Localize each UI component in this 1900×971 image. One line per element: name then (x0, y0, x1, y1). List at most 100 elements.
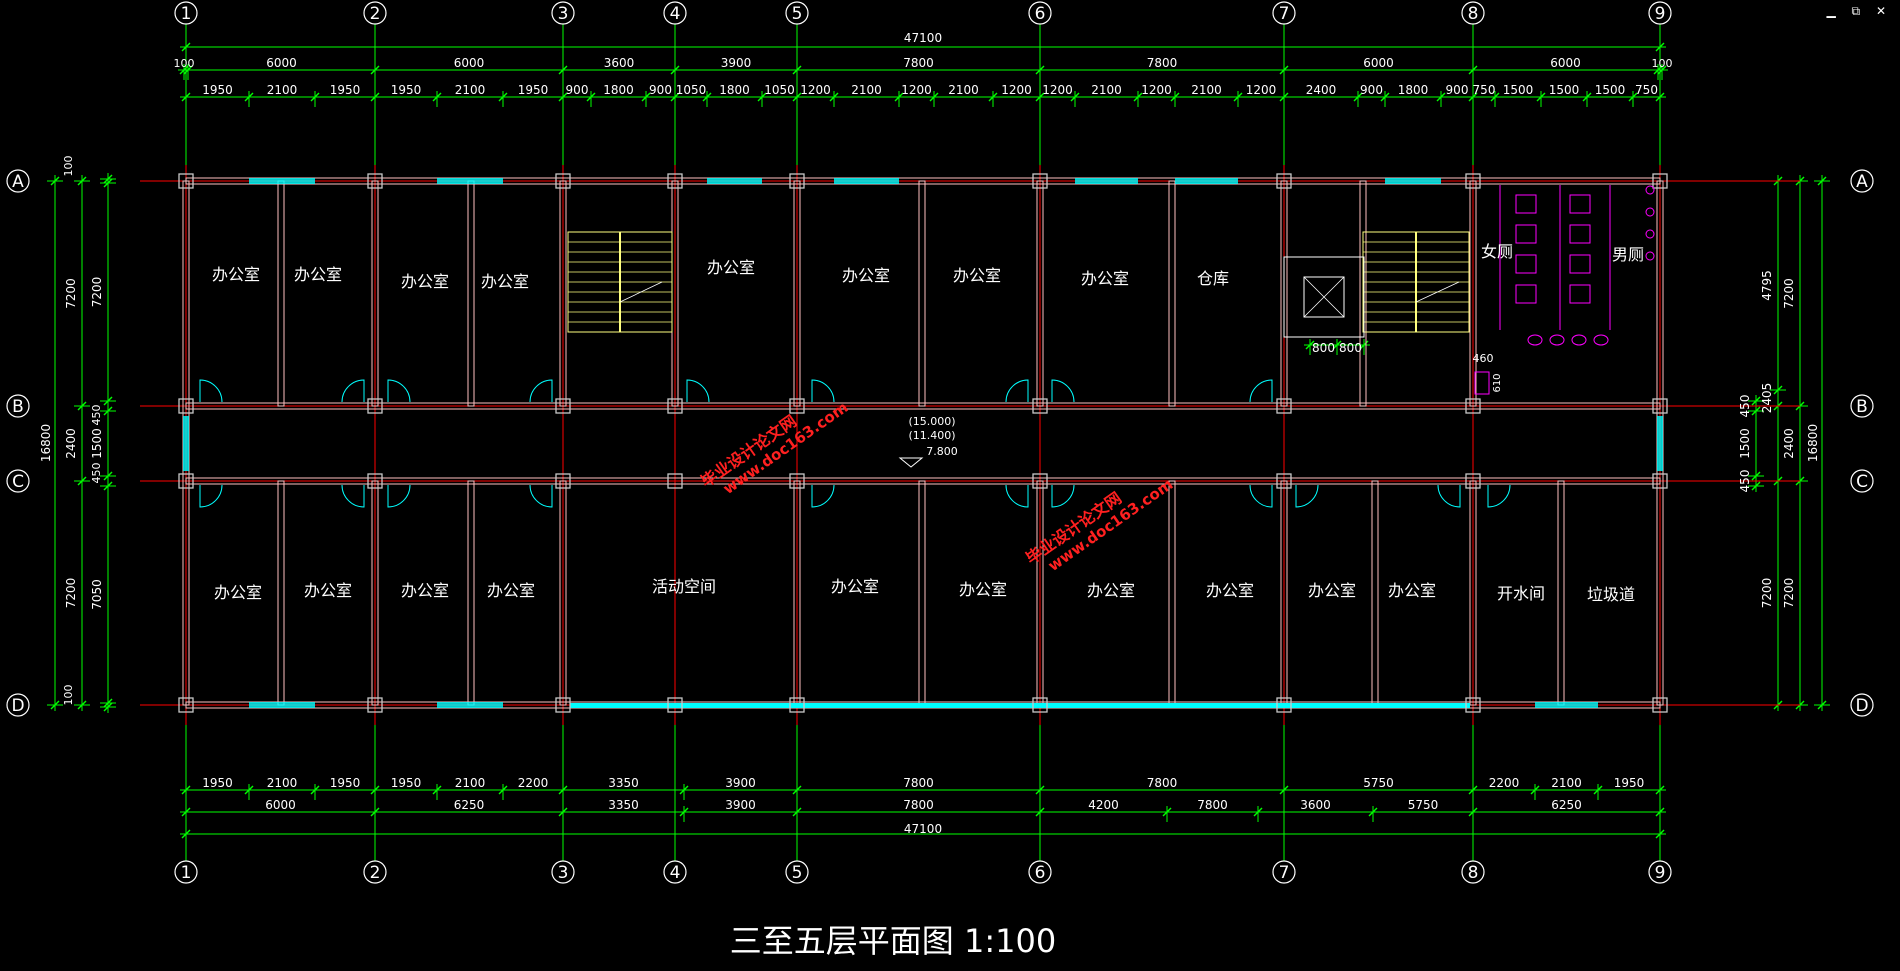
axis-label-bottom: 2 (370, 863, 381, 883)
door (1249, 484, 1273, 508)
column (1276, 398, 1292, 414)
column (789, 697, 805, 713)
dim-text: 2200 (518, 776, 549, 790)
axis-label-top: 9 (1655, 4, 1666, 24)
dim-text: 6000 (265, 798, 296, 812)
axis-label-top: 4 (670, 4, 681, 24)
axis-bubble (785, 860, 809, 884)
urinal (1645, 229, 1655, 239)
dim-text: 2100 (948, 83, 979, 97)
dim-text: 2100 (851, 83, 882, 97)
room-label-north: 仓库 (1197, 269, 1229, 288)
dim-text: 7800 (1147, 776, 1178, 790)
wall (793, 180, 801, 407)
dim-text: 100 (62, 685, 75, 706)
wall (559, 480, 567, 706)
door (686, 379, 710, 403)
dim-text: 1200 (1246, 83, 1277, 97)
toilet-stall (1569, 254, 1591, 274)
window (707, 178, 762, 184)
axis-bubble (174, 1, 198, 25)
axis-label-bottom: 9 (1655, 863, 1666, 883)
dim-text: 7200 (64, 278, 78, 309)
column (367, 697, 383, 713)
wall (1469, 180, 1477, 407)
wall (1359, 180, 1367, 407)
axis-bubble (1850, 469, 1874, 493)
dim-text: 1800 (603, 83, 634, 97)
axis-label-bottom: 4 (670, 863, 681, 883)
dim-text: 1500 (1503, 83, 1534, 97)
column (667, 173, 683, 189)
room-label-north: 办公室 (294, 265, 342, 284)
room-label-south: 办公室 (1087, 581, 1135, 600)
axis-label-right: B (1856, 397, 1868, 417)
dim-text: 450 (1738, 395, 1752, 418)
axis-bubble (1648, 860, 1672, 884)
axis-bubble (363, 860, 387, 884)
dim-text: 7800 (903, 798, 934, 812)
wall (277, 480, 285, 706)
wall (277, 180, 285, 407)
elevator-shaft (1283, 256, 1365, 338)
level-mark-3: 7.800 (926, 445, 958, 458)
dim-text: 3600 (604, 56, 635, 70)
dim-text: 2100 (1551, 776, 1582, 790)
dim-text: 5750 (1363, 776, 1394, 790)
urinal (1645, 251, 1655, 261)
restore-icon[interactable]: ⧉ (1851, 4, 1867, 18)
column (1276, 473, 1292, 489)
room-label-south: 办公室 (1206, 581, 1254, 600)
axis-label-left: A (12, 172, 24, 192)
urinal (1645, 207, 1655, 217)
door (199, 379, 223, 403)
door (1051, 484, 1075, 508)
minimize-icon[interactable]: ▁ (1826, 4, 1842, 18)
wall (467, 480, 475, 706)
dim-text: 800 (1339, 341, 1362, 355)
dim-text: 450 (1738, 470, 1752, 493)
close-icon[interactable]: ✕ (1875, 4, 1892, 18)
door (1249, 379, 1273, 403)
room-label-north: 办公室 (842, 266, 890, 285)
dim-text: 1050 (764, 83, 795, 97)
dim-text: 1800 (719, 83, 750, 97)
axis-bubble (6, 469, 30, 493)
axis-bubble (6, 169, 30, 193)
window (249, 702, 315, 708)
column (555, 697, 571, 713)
column (789, 473, 805, 489)
dim-text: 2405 (1760, 383, 1774, 414)
drawing-title: 三至五层平面图 1:100 (730, 922, 1056, 960)
column (178, 473, 194, 489)
level-mark-2: (11.400) (908, 429, 955, 442)
axis-bubble (551, 1, 575, 25)
elevator-car (1303, 276, 1345, 318)
dim-text: 1500 (1738, 428, 1752, 459)
axis-label-top: 7 (1279, 4, 1290, 24)
column (1032, 697, 1048, 713)
column (667, 473, 683, 489)
wall (918, 480, 926, 706)
wall (1280, 180, 1288, 407)
room-label-north: 办公室 (953, 266, 1001, 285)
window (1385, 178, 1441, 184)
wall (1036, 180, 1044, 407)
dim-text: 6000 (1363, 56, 1394, 70)
dim-text: 2400 (1782, 428, 1796, 459)
dim-text: 900 (1360, 83, 1383, 97)
column (1652, 173, 1668, 189)
column (1652, 473, 1668, 489)
column (1465, 473, 1481, 489)
dim-text: 450 (90, 463, 103, 484)
sink (1549, 334, 1565, 346)
wall (1168, 480, 1176, 706)
axis-bubble (6, 394, 30, 418)
dim-text: 100 (62, 156, 75, 177)
door (387, 484, 411, 508)
dim-text: 1500 (1595, 83, 1626, 97)
axis-label-bottom: 7 (1279, 863, 1290, 883)
toilet-stall (1569, 224, 1591, 244)
sink (1527, 334, 1543, 346)
